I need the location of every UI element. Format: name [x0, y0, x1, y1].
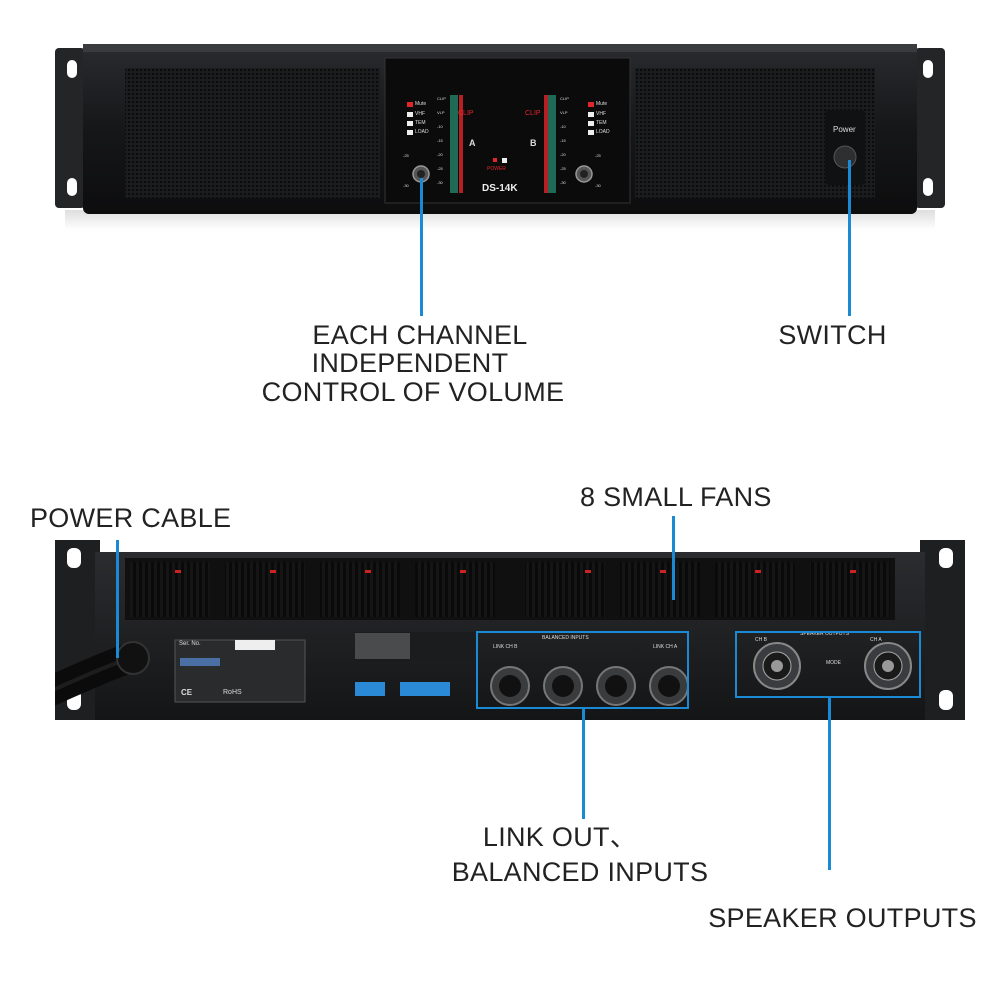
speaker-ch-b-label: CH B	[755, 637, 767, 643]
power-cable[interactable]	[55, 640, 150, 710]
volume-knob-b[interactable]	[575, 165, 593, 183]
volume-callout-line-1: EACH CHANNEL	[312, 320, 528, 350]
inputs-highlight-box	[476, 631, 689, 709]
knob-scale-left-bottom: -30	[403, 183, 409, 188]
switch-callout-line	[848, 160, 851, 316]
meter-scale-right-0: CLIP	[560, 96, 569, 101]
power-cable-callout-label: POWER CABLE	[30, 503, 232, 533]
meter-scale-right-5: -25	[560, 166, 566, 171]
status-left-1: VHF	[415, 111, 425, 117]
channel-b-label: B	[530, 138, 537, 148]
inputs-callout-line-2: BALANCED INPUTS	[451, 857, 709, 887]
channel-a-label: A	[469, 138, 476, 148]
clip-label-right: CLIP	[525, 110, 541, 117]
meter-scale-left-3: -15	[437, 138, 443, 143]
switch-callout-label: SWITCH	[778, 320, 887, 350]
status-left-0: Mute	[415, 101, 427, 107]
meter-scale-left-1: VLP	[437, 110, 445, 115]
volume-callout-line-3: CONTROL OF VOLUME	[261, 377, 565, 407]
link-ch-b-label: LINK CH B	[493, 644, 518, 650]
meter-scale-left-5: -25	[437, 166, 443, 171]
power-indicator-label: POWER	[487, 166, 506, 172]
meter-scale-left-4: -20	[437, 152, 443, 157]
knob-scale-right-bottom: -30	[595, 183, 601, 188]
status-left-3: LOAD	[415, 129, 429, 135]
status-right-3: LOAD	[596, 129, 610, 135]
power-switch[interactable]	[834, 146, 856, 168]
meter-scale-left-2: -10	[437, 124, 443, 129]
inputs-callout-line-1: LINK OUT、	[482, 822, 638, 852]
speaker-outputs-plate-label: SPEAKER OUTPUTS	[800, 631, 849, 637]
model-label: DS-14K	[482, 183, 518, 194]
ce-mark: CE	[181, 688, 193, 697]
status-left-2: TEM	[415, 120, 426, 126]
front-amplifier-illustration	[55, 44, 945, 230]
volume-callout-line-2: INDEPENDENT	[311, 348, 509, 378]
volume-callout-line	[420, 178, 423, 316]
knob-scale-right-top: -25	[595, 153, 601, 158]
meter-scale-right-4: -20	[560, 152, 566, 157]
power-button-label: Power	[833, 125, 856, 134]
mode-label: MODE	[826, 660, 841, 666]
fans-callout-line	[672, 516, 675, 600]
status-right-2: TEM	[596, 120, 607, 126]
speaker-callout-line	[828, 698, 831, 870]
fans-callout-label: 8 SMALL FANS	[580, 482, 772, 512]
speaker-ch-a-label: CH A	[870, 637, 882, 643]
speaker-outputs-highlight-box	[735, 631, 921, 698]
rohs-mark: RoHS	[223, 689, 242, 696]
clip-label-left: CLIP	[458, 110, 474, 117]
serial-label: Ser. No.	[179, 641, 201, 647]
front-amplifier: DS-14K POWER A B CLIP CLIP Mute VHF TEM …	[55, 40, 945, 230]
meter-scale-left-6: -30	[437, 180, 443, 185]
fans-row	[130, 562, 890, 617]
knob-scale-left-top: -25	[403, 153, 409, 158]
balanced-inputs-plate-label: BALANCED INPUTS	[542, 635, 589, 641]
meter-scale-right-2: -10	[560, 124, 566, 129]
inputs-callout-line	[582, 709, 585, 819]
status-right-1: VHF	[596, 111, 606, 117]
meter-scale-right-3: -15	[560, 138, 566, 143]
link-ch-a-label: LINK CH A	[653, 644, 678, 650]
status-right-0: Mute	[596, 101, 608, 107]
meter-scale-left-0: CLIP	[437, 96, 446, 101]
meter-scale-right-1: VLP	[560, 110, 568, 115]
speaker-callout-label: SPEAKER OUTPUTS	[708, 903, 977, 933]
meter-scale-right-6: -30	[560, 180, 566, 185]
power-cable-callout-line	[116, 540, 119, 658]
